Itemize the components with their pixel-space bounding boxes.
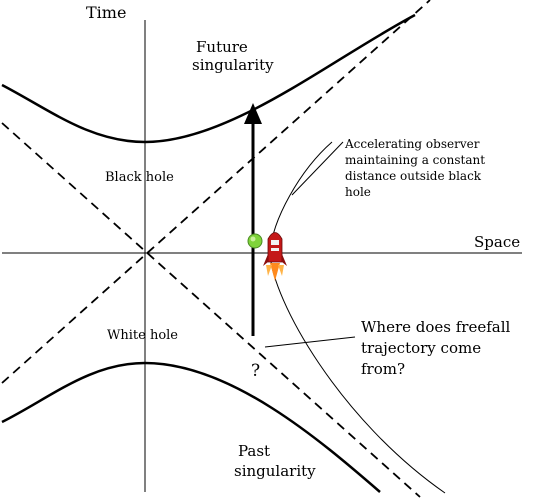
rocket-icon (263, 232, 287, 281)
white-hole-label: White hole (107, 328, 178, 343)
time-axis-label: Time (86, 3, 126, 22)
question-note-line3: from? (361, 360, 405, 378)
question-note-line2: trajectory come (361, 339, 481, 357)
past-singularity-label-line2: singularity (234, 462, 316, 480)
observer-note-line2: maintaining a constant (345, 153, 485, 167)
observer-note-line4: hole (345, 185, 371, 199)
future-singularity-curve (1, 13, 416, 144)
horizon-line-falling (1, 122, 421, 498)
question-mark: ? (251, 361, 260, 381)
observer-note-line1: Accelerating observer (344, 137, 480, 151)
question-note-line1: Where does freefall (361, 318, 511, 336)
future-singularity-label-line2: singularity (192, 56, 274, 74)
freefall-arrow-head (244, 103, 262, 124)
space-axis-label: Space (474, 233, 520, 251)
observer-note-line3: distance outside black (345, 169, 482, 183)
past-singularity-label-line1: Past (238, 442, 270, 460)
black-hole-label: Black hole (105, 170, 174, 185)
ball-icon (247, 233, 263, 249)
question-pointer-line (264, 336, 356, 348)
future-singularity-label-line1: Future (196, 38, 248, 56)
past-singularity-curve (1, 361, 381, 493)
observer-pointer-line (291, 141, 344, 196)
horizon-line-rising (1, 0, 431, 384)
